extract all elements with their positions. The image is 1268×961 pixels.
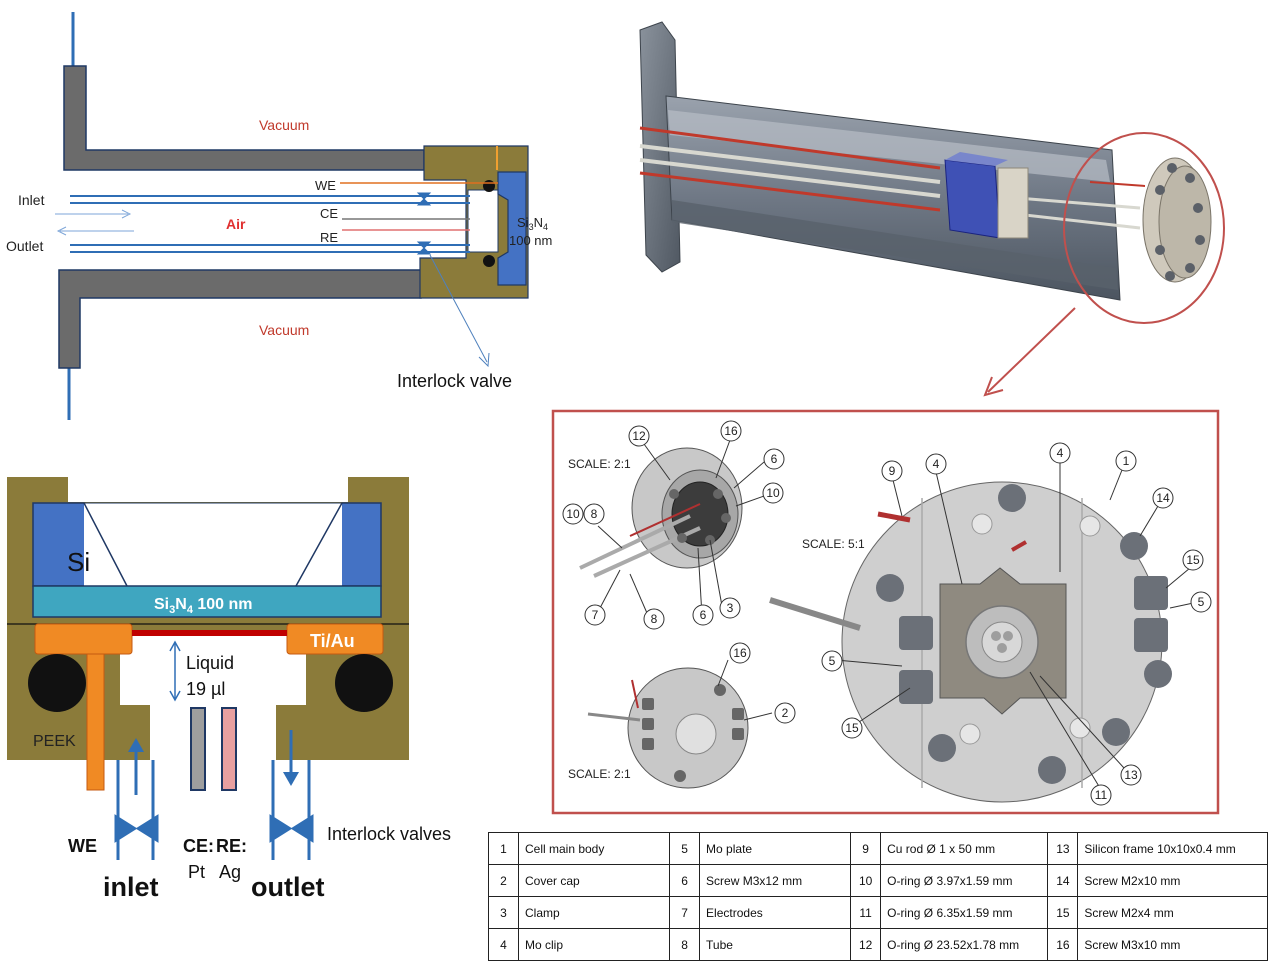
scale-label-top: SCALE: 2:1	[568, 457, 631, 471]
callout-5b: 5	[829, 654, 836, 668]
small-assembly-bottom	[587, 667, 749, 789]
vacuum-bottom-label: Vacuum	[259, 322, 309, 338]
part-number: 5	[669, 832, 701, 865]
we-label: WE	[68, 836, 97, 856]
callout-15: 15	[1186, 553, 1200, 567]
liquid-label: Liquid	[186, 653, 234, 673]
callout-14: 14	[1156, 491, 1170, 505]
outlet-label: outlet	[251, 872, 325, 902]
part-number: 8	[669, 928, 701, 961]
callout-9: 9	[889, 464, 896, 478]
callout-6: 6	[771, 452, 778, 466]
part-number: 4	[488, 928, 519, 961]
part-number: 13	[1047, 832, 1079, 865]
membrane-thickness-label: 100 nm	[509, 233, 552, 248]
ag-label: Ag	[219, 862, 241, 882]
part-number: 16	[1047, 928, 1079, 961]
outlet-label: Outlet	[6, 238, 43, 254]
callout-13: 13	[1124, 768, 1138, 782]
callout-10b: 10	[566, 507, 580, 521]
callout-8: 8	[591, 507, 598, 521]
ce-label: CE:	[183, 836, 214, 856]
liquid-cell-cross-section: Si Si3N4 100 nm Ti/Au Liquid 19 µl PEEK …	[7, 477, 451, 902]
ti-au-label: Ti/Au	[310, 631, 355, 651]
part-description: O-ring Ø 6.35x1.59 mm	[880, 896, 1049, 929]
callout-7: 7	[592, 608, 599, 622]
callout-12: 12	[632, 429, 646, 443]
we-label: WE	[315, 178, 336, 193]
part-description: O-ring Ø 3.97x1.59 mm	[880, 864, 1049, 897]
part-number: 10	[850, 864, 882, 897]
part-description: Clamp	[517, 896, 671, 929]
volume-label: 19 µl	[186, 679, 225, 699]
callout-16: 16	[724, 424, 738, 438]
part-number: 14	[1047, 864, 1079, 897]
ce-label: CE	[320, 206, 338, 221]
part-description: O-ring Ø 23.52x1.78 mm	[880, 928, 1049, 961]
callout-4: 4	[933, 457, 940, 471]
callouts-large: 9 4 4 1 14 15 5 5 15 13 11	[821, 442, 1212, 806]
callout-6b: 6	[700, 608, 707, 622]
inlet-label: inlet	[103, 872, 159, 902]
part-number: 15	[1047, 896, 1079, 929]
si-label: Si	[67, 547, 90, 577]
callout-15b: 15	[845, 721, 859, 735]
pt-label: Pt	[188, 862, 205, 882]
sin-layer-label: Si3N4 100 nm	[154, 596, 253, 616]
callout-3: 3	[727, 601, 734, 615]
part-number: 6	[669, 864, 701, 897]
callout-11: 11	[1095, 788, 1108, 802]
part-description: Cu rod Ø 1 x 50 mm	[880, 832, 1049, 865]
part-number: 12	[850, 928, 882, 961]
air-label: Air	[226, 216, 246, 232]
part-description: Silicon frame 10x10x0.4 mm	[1077, 832, 1268, 865]
part-number: 7	[669, 896, 701, 929]
exploded-detail-view: 12 16 6 10 10 8 7 8 6 3 16 2 9 4 4 1 14 …	[551, 409, 1220, 815]
part-description: Cell main body	[517, 832, 671, 865]
inlet-label: Inlet	[18, 192, 45, 208]
part-description: Screw M2x4 mm	[1077, 896, 1268, 929]
callout-10: 10	[766, 486, 780, 500]
interlock-valve-label: Interlock valve	[397, 371, 512, 391]
part-number: 11	[850, 896, 882, 929]
part-number: 2	[488, 864, 519, 897]
callouts-small-bottom: 16 2	[729, 642, 796, 724]
vacuum-top-label: Vacuum	[259, 117, 309, 133]
callout-1: 1	[1123, 454, 1130, 468]
part-description: Screw M2x10 mm	[1077, 864, 1268, 897]
callout-16b: 16	[733, 646, 747, 660]
cell-holder-render	[639, 21, 1225, 397]
part-number: 1	[488, 832, 519, 865]
part-number: 9	[850, 832, 882, 865]
callout-2: 2	[782, 706, 789, 720]
scale-label-large: SCALE: 5:1	[802, 537, 865, 551]
re-label: RE	[320, 230, 338, 245]
callout-5: 5	[1198, 595, 1205, 609]
callout-8b: 8	[651, 612, 658, 626]
re-label: RE:	[216, 836, 247, 856]
interlock-valves-label: Interlock valves	[327, 824, 451, 844]
scale-label-bottom: SCALE: 2:1	[568, 767, 631, 781]
membrane-label: Si3N4	[517, 215, 548, 232]
vacuum-cell-schematic: Vacuum Vacuum Inlet Outlet Air WE CE RE …	[6, 12, 552, 420]
part-description: Screw M3x12 mm	[699, 864, 852, 897]
small-assembly-top	[579, 447, 743, 578]
part-description: Screw M3x10 mm	[1077, 928, 1268, 961]
peek-label: PEEK	[33, 733, 76, 750]
part-number: 3	[488, 896, 519, 929]
part-description: Cover cap	[517, 864, 671, 897]
part-description: Tube	[699, 928, 852, 961]
part-description: Mo clip	[517, 928, 671, 961]
part-description: Mo plate	[699, 832, 852, 865]
part-description: Electrodes	[699, 896, 852, 929]
callout-4b: 4	[1057, 446, 1064, 460]
callouts-small-top: 12 16 6 10 10 8 7 8 6 3	[562, 420, 785, 630]
